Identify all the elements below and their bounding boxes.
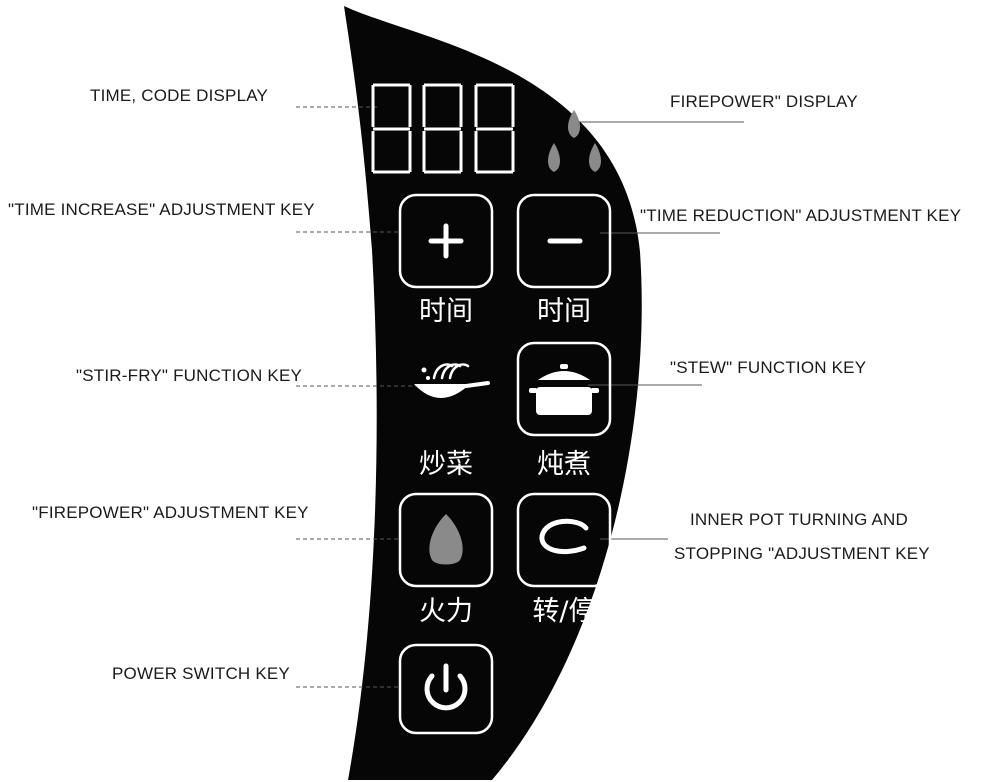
stir-fry-key[interactable]: [414, 363, 490, 399]
stir-fry-caption: 炒菜: [419, 449, 473, 480]
time-code-display: [371, 83, 515, 174]
digit-1: [371, 83, 412, 174]
firepower-display: [548, 110, 601, 172]
flame-icon: [548, 143, 560, 172]
callout-time-reduction-key: "TIME REDUCTION" ADJUSTMENT KEY: [640, 206, 962, 225]
callout-time-increase-key: "TIME INCREASE" ADJUSTMENT KEY: [8, 200, 315, 219]
callout-firepower-display: FIREPOWER" DISPLAY: [670, 92, 858, 111]
turn-stop-key[interactable]: [516, 492, 612, 588]
power-key[interactable]: [398, 643, 494, 735]
callout-inner-pot-line2: STOPPING "ADJUSTMENT KEY: [674, 544, 930, 563]
leader-lines: [296, 106, 744, 688]
firepower-adjust-key[interactable]: [398, 492, 494, 588]
digit-3: [474, 83, 515, 174]
time-increase-key[interactable]: [398, 193, 494, 289]
time-increase-caption: 时间: [419, 296, 473, 327]
plus-icon: [428, 223, 464, 259]
digit-2: [422, 83, 463, 174]
callout-firepower-key: "FIREPOWER" ADJUSTMENT KEY: [32, 503, 309, 522]
firepower-caption: 火力: [419, 596, 473, 627]
callout-inner-pot-line1: INNER POT TURNING AND: [690, 510, 908, 529]
pot-icon: [529, 364, 599, 415]
callout-power-key: POWER SWITCH KEY: [112, 664, 290, 683]
rotate-icon: [539, 518, 589, 554]
callout-time-code-display: TIME, CODE DISPLAY: [90, 86, 269, 105]
stew-key[interactable]: [516, 341, 612, 437]
callout-stir-fry-key: "STIR-FRY" FUNCTION KEY: [76, 366, 303, 385]
flame-icon: [568, 110, 580, 138]
power-icon: [424, 673, 468, 711]
flame-icon: [589, 143, 601, 172]
time-reduction-key[interactable]: [516, 193, 612, 289]
wok-icon: [414, 384, 470, 398]
time-reduction-caption: 时间: [537, 296, 591, 327]
flame-icon: [429, 514, 463, 565]
turn-stop-caption: 转/停: [532, 596, 596, 627]
callout-stew-key: "STEW" FUNCTION KEY: [670, 358, 867, 377]
stew-caption: 炖煮: [537, 449, 591, 480]
